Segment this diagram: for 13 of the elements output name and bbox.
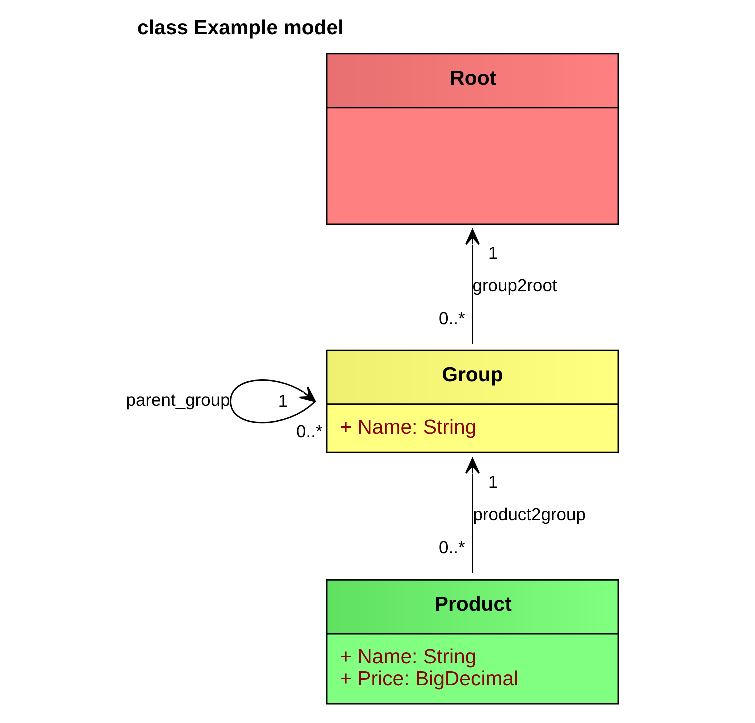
edge-label: group2root: [472, 276, 557, 296]
label: 1: [278, 390, 288, 411]
edge-label: product2group: [472, 504, 586, 525]
label: 0..*: [438, 308, 465, 328]
label: 0..*: [438, 537, 465, 558]
label: 0..*: [296, 422, 322, 442]
arrow: [464, 229, 480, 344]
arrow: [464, 458, 480, 574]
arrow: [230, 380, 316, 424]
label: 1: [488, 243, 498, 264]
diagram-title: class Example model: [136, 18, 344, 40]
label: 1: [488, 472, 498, 492]
edge-label: parent_group: [126, 390, 230, 410]
